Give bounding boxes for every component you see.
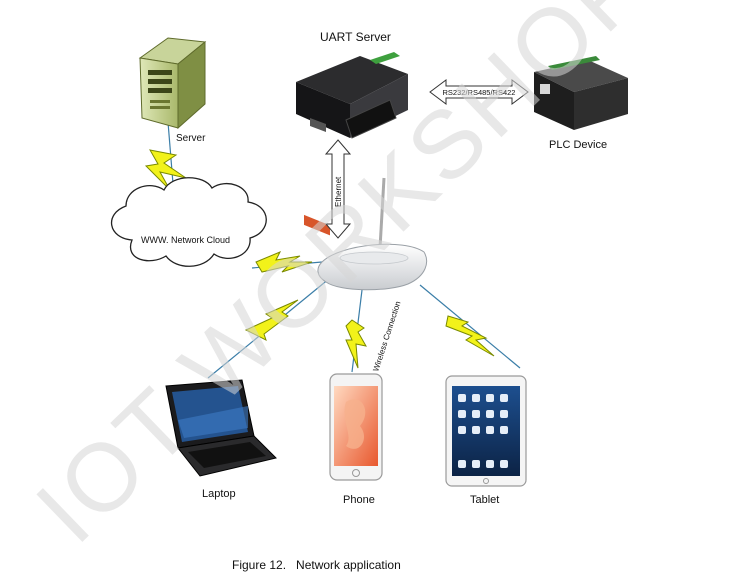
server-icon	[138, 37, 207, 130]
wifi-router-icon	[317, 177, 428, 291]
plc-device-label: PLC Device	[549, 139, 608, 151]
serial-link-label: RS232/RS485/RS422	[443, 88, 516, 97]
lightning-bolt-server	[144, 149, 187, 191]
uart-server-label: UART Server	[320, 30, 391, 44]
cloud-label: WWW. Network Cloud	[141, 235, 231, 245]
lightning-bolt-laptop	[244, 299, 299, 341]
ethernet-link-arrow	[324, 139, 352, 239]
server-label: Server	[176, 133, 206, 144]
laptop-label: Laptop	[202, 488, 236, 500]
ethernet-label: Ethernet	[334, 176, 343, 207]
plc-device-icon	[534, 56, 628, 130]
laptop-icon	[165, 379, 277, 477]
lightning-bolt-tablet	[445, 315, 495, 357]
network-cloud-icon	[110, 177, 267, 267]
serial-link-arrow	[429, 79, 529, 105]
wireless-connection-label: Wireless Connection	[371, 300, 402, 373]
phone-icon	[329, 373, 383, 481]
uart-server-icon	[296, 52, 408, 236]
tablet-label: Tablet	[470, 494, 500, 506]
lightning-bolt-cloud	[255, 251, 313, 273]
lightning-bolt-phone	[345, 319, 367, 369]
figure-caption: Figure 12. Network application	[232, 558, 401, 572]
tablet-icon	[445, 375, 527, 487]
phone-label: Phone	[343, 494, 375, 506]
